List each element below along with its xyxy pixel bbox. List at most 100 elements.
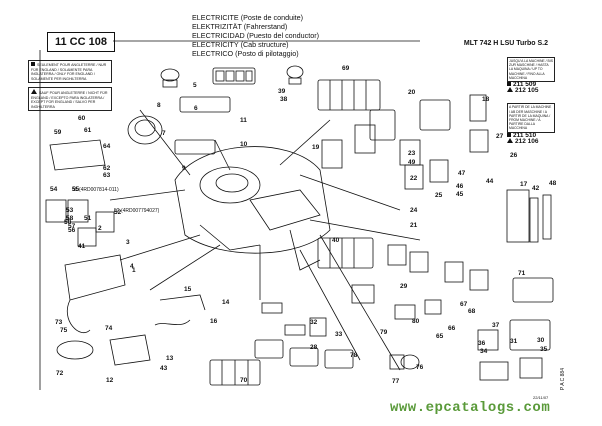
dashboard-assembly (174, 146, 331, 271)
callout-40: 40 (332, 237, 340, 244)
callout-68: 68 (468, 308, 476, 315)
callout-58: 58 (66, 215, 74, 222)
callout-56: 56 (68, 227, 76, 234)
callout-17: 17 (520, 181, 528, 188)
callout-10: 10 (240, 141, 248, 148)
callout-28: 28 (310, 344, 318, 351)
callout-31: 31 (510, 338, 518, 345)
reference-code: 11 CC 108 (47, 32, 115, 52)
callout-45: 45 (456, 191, 464, 198)
switch-block-right (317, 79, 489, 190)
callout-47: 47 (458, 170, 466, 177)
serial-from-2: 212 106 (507, 137, 555, 145)
callout-2: 2 (98, 225, 102, 232)
note-england-only: SEULEMENT POUR ANGLETERRE / NUR FÜR ENGL… (28, 60, 112, 84)
up-to-header: JUSQU'A LA MACHINE / BIS ZUR MASCHINE / … (507, 57, 555, 83)
machine-model: MLT 742 H LSU Turbo S.2 (463, 40, 548, 47)
callout-44: 44 (486, 178, 494, 185)
callout-71: 71 (518, 270, 526, 277)
callout-76: 76 (416, 364, 424, 371)
callout-43: 43 (160, 365, 168, 372)
serial-up-to-1: 211 509 (507, 81, 555, 88)
callout-80: 80 (412, 318, 420, 325)
callout-53: 53 (66, 207, 74, 214)
callout-49: 49 (408, 159, 416, 166)
watermark-text: www.epcatalogs.com (390, 400, 551, 416)
callout-73: 73 (55, 319, 63, 326)
callout-29: 29 (400, 283, 408, 290)
revision-date: 22/11/07 (533, 395, 549, 400)
callout-77: 77 (392, 378, 400, 385)
serial-from-1: 211 510 (507, 132, 555, 138)
callout-61: 61 (84, 127, 92, 134)
callout-57: 57 (68, 223, 76, 230)
callout-41: 41 (78, 243, 86, 250)
square-marker-icon (31, 62, 35, 66)
section-titles: ELECTRICITE (Poste de conduite) ELEKTRIZ… (192, 13, 319, 58)
callout-37: 37 (492, 322, 500, 329)
callout-9: 9 (182, 165, 186, 172)
callout-60: 60 (78, 115, 86, 122)
callout-1: 1 (132, 267, 136, 274)
callout-6: 6 (194, 105, 198, 112)
callout-51: 51 (84, 215, 92, 222)
callout-46: 46 (456, 183, 464, 190)
part-ref-52: 52 (4RD007794027) (114, 208, 160, 214)
part-ref-55: 55 (4RD007814-011) (72, 187, 119, 193)
callout-11: 11 (240, 117, 247, 124)
callout-64: 64 (103, 143, 111, 150)
callout-16: 16 (210, 318, 218, 325)
callout-14: 14 (222, 299, 230, 306)
switch-cluster-bottom (389, 319, 551, 381)
title-de: ELEKTRIZITÄT (Fahrerstand) (192, 22, 288, 31)
callout-4: 4 (130, 263, 134, 270)
callout-75: 75 (60, 327, 68, 334)
callout-42: 42 (532, 185, 540, 192)
callout-62: 62 (103, 165, 111, 172)
callout-22: 22 (410, 175, 418, 182)
callout-7: 7 (162, 130, 166, 137)
callout-8: 8 (157, 102, 161, 109)
callout-74: 74 (105, 325, 113, 332)
callout-24: 24 (410, 207, 418, 214)
title-it: ELECTRICO (Posto di pilotaggio) (192, 49, 299, 58)
callout-13: 13 (166, 355, 174, 362)
rocker-switch-panel-top (174, 67, 256, 155)
callout-12: 12 (106, 377, 114, 384)
title-fr: ELECTRICITE (Poste de conduite) (192, 13, 304, 22)
callout-25: 25 (435, 192, 443, 199)
bottom-parts-centre (209, 302, 354, 386)
callout-78: 78 (350, 352, 358, 359)
callout-27: 27 (496, 133, 504, 140)
key-switch-group (160, 65, 304, 88)
callout-35: 35 (540, 346, 548, 353)
callout-33: 33 (335, 331, 343, 338)
callout-67: 67 (460, 301, 468, 308)
callout-66: 66 (448, 325, 456, 332)
callout-38: 38 (280, 96, 288, 103)
callout-55: 55 (72, 186, 80, 193)
callout-30: 30 (537, 337, 545, 344)
callout-63: 63 (103, 172, 111, 179)
note-except-england: SAUF POUR ANGLETERRE / NICHT FÜR ENGLAND… (28, 87, 112, 112)
title-es: ELECTRICIDAD (Puesto del conductor) (192, 31, 320, 40)
serial-up-to-2: 212 105 (507, 87, 555, 94)
callout-34: 34 (480, 348, 488, 355)
from-header: A PARTIR DE LA MACHINE / AB DER MASCHINE… (507, 103, 555, 133)
callout-23: 23 (408, 150, 416, 157)
callout-69: 69 (342, 65, 350, 72)
callout-19: 19 (312, 144, 320, 151)
serial-range-box: JUSQU'A LA MACHINE / BIS ZUR MASCHINE / … (507, 57, 555, 145)
left-parts-group (45, 139, 206, 366)
callout-32: 32 (310, 319, 318, 326)
instrument-gauge (127, 115, 163, 145)
callout-52: 52 (114, 209, 122, 216)
callout-39: 39 (278, 88, 286, 95)
callout-3: 3 (126, 239, 130, 246)
callout-21: 21 (410, 222, 418, 229)
callout-48: 48 (549, 180, 557, 187)
title-en: ELECTRICITY (Cab structure) (192, 40, 289, 49)
callout-70: 70 (240, 377, 248, 384)
callout-54: 54 (50, 186, 58, 193)
